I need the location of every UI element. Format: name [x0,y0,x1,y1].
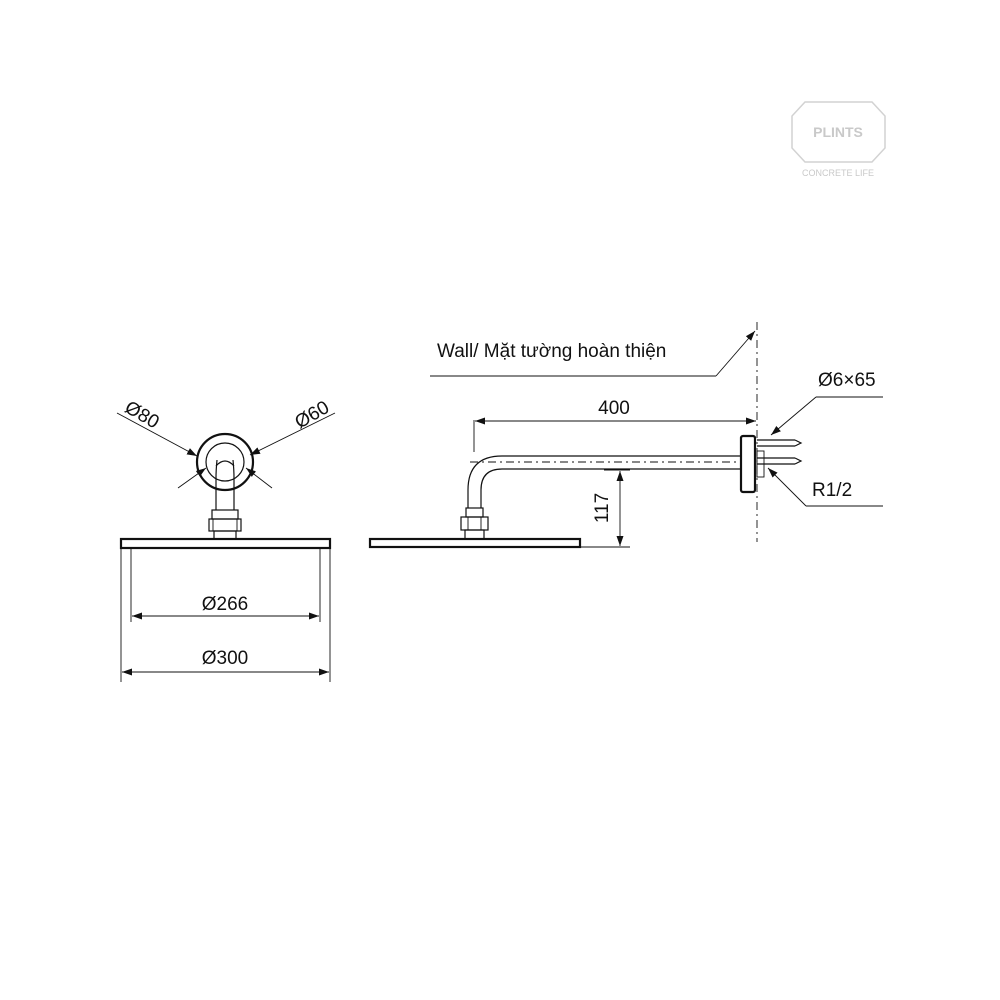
watermark-brand: PLINTS [813,124,863,140]
diameter-80-label: Ø80 [121,397,163,433]
brand-watermark: PLINTS CONCRETE LIFE [791,101,886,178]
side-view: Wall/ Mặt tường hoàn thiện 400 117 [368,322,883,549]
diameter-300-label: Ø300 [202,648,248,669]
height-117-label: 117 [592,493,613,523]
shower-head-front [119,537,332,550]
wall-flange-side [739,434,757,494]
mounting-screws [756,439,803,478]
diameter-60-label: Ø60 [291,397,333,433]
wall-flange-inner [205,442,245,482]
wall-flange-outer [195,432,255,492]
length-400-label: 400 [598,398,630,419]
arm-front [215,459,235,510]
screw-size-label: Ø6×65 [818,370,876,391]
watermark-tagline: CONCRETE LIFE [802,168,874,178]
thread-size-label: R1/2 [812,480,852,501]
shower-arm-side [467,455,741,508]
diameter-266-label: Ø266 [202,594,248,615]
wall-label: Wall/ Mặt tường hoàn thiện [437,341,666,362]
shower-head-side [368,537,582,549]
swivel-joint-side [465,507,484,518]
front-view: Ø80 Ø60 Ø266 Ø300 [116,397,336,682]
swivel-joint-front [211,509,239,520]
